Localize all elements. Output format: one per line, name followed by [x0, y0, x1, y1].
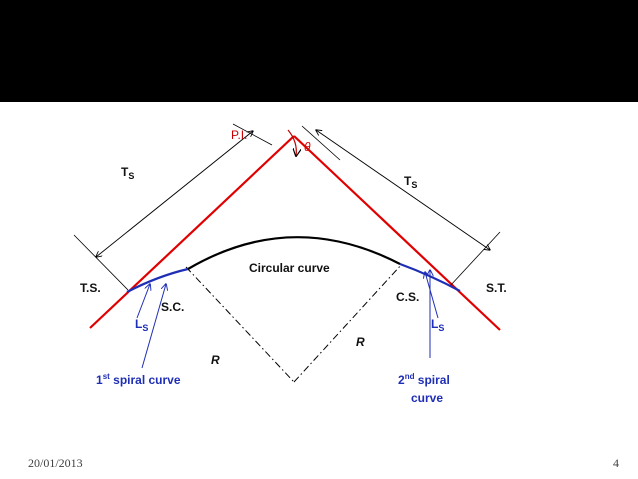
- first-spiral-text: spiral curve: [110, 373, 181, 387]
- header-band: [0, 0, 638, 102]
- footer-date: 20/01/2013: [28, 456, 83, 470]
- ts-right-main: T: [404, 174, 412, 188]
- first-spiral-curve: [126, 267, 189, 293]
- ts-left-extension-1: [73, 234, 129, 291]
- circular-curve-label: Circular curve: [249, 261, 330, 275]
- ls-left-arrow-1: [136, 284, 150, 319]
- ls-left-sub: S: [142, 323, 148, 333]
- second-spiral-num: 2: [398, 373, 405, 387]
- ls-left-arrow-2: [141, 284, 166, 369]
- second-spiral-sup: nd: [405, 372, 415, 381]
- radius-line-left: [185, 266, 295, 383]
- theta-label: θ: [304, 140, 311, 154]
- first-spiral-num: 1: [96, 373, 103, 387]
- radius-right-label: R: [356, 335, 365, 349]
- ts-left-dimension: [96, 131, 253, 257]
- cs-station-label: C.S.: [396, 290, 419, 304]
- footer-page-number: 4: [613, 456, 619, 470]
- second-spiral-text: spiral: [414, 373, 449, 387]
- first-spiral-label: 1st spiral curve: [96, 372, 181, 387]
- sc-station-label: S.C.: [161, 300, 184, 314]
- ts-left-main: T: [121, 165, 129, 179]
- circular-curve: [187, 236, 401, 270]
- ls-right-label: LS: [431, 317, 444, 333]
- ts-right-sub: S: [411, 180, 417, 190]
- second-spiral-label: 2nd spiral: [398, 372, 450, 387]
- first-spiral-sup: st: [103, 372, 110, 381]
- theta-arc: [287, 129, 296, 156]
- ts-left-sub: S: [128, 171, 134, 181]
- st-station-label: S.T.: [486, 281, 507, 295]
- radius-left-label: R: [211, 353, 220, 367]
- radius-line-right: [293, 263, 403, 383]
- ls-right-sub: S: [438, 323, 444, 333]
- second-spiral-label-line2: curve: [411, 391, 443, 405]
- ts-right-extension-2: [449, 231, 501, 287]
- ts-right-label: TS: [404, 174, 417, 190]
- ts-right-dimension: [316, 130, 490, 250]
- ls-right-arrow-1: [425, 272, 439, 319]
- pi-label: P.I.: [231, 128, 247, 142]
- ls-left-label: LS: [135, 317, 148, 333]
- ts-station-label: T.S.: [80, 281, 101, 295]
- ls-right-main: L: [431, 317, 438, 331]
- ts-left-label: TS: [121, 165, 134, 181]
- ls-left-main: L: [135, 317, 142, 331]
